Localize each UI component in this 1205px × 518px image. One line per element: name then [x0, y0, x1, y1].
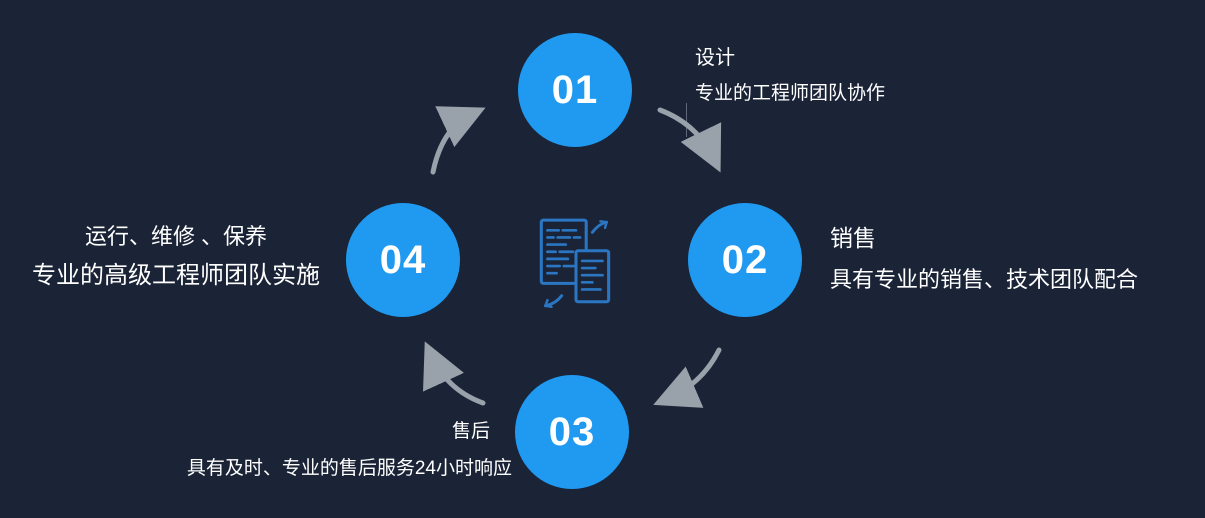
step-number-01: 01: [551, 67, 599, 112]
step-description-04: 专业的高级工程师团队实施: [32, 261, 320, 289]
step-number-03: 03: [548, 409, 596, 454]
step-label-04: 运行、维修 、保养 专业的高级工程师团队实施: [8, 221, 344, 294]
step-label-01: 设计 专业的工程师团队协作: [695, 44, 885, 108]
step-title-02: 销售: [830, 225, 876, 251]
step-title-03: 售后: [451, 421, 490, 442]
step-title-01: 设计: [695, 47, 735, 69]
step-circle-04: 04: [346, 203, 460, 317]
step-description-02: 具有专业的销售、技术团队配合: [830, 267, 1139, 293]
document-code-transfer-icon: [525, 214, 627, 316]
connector-line: [686, 103, 687, 137]
arrow-03-to-04: [423, 341, 486, 406]
step-number-04: 04: [379, 237, 427, 282]
step-number-02: 02: [721, 237, 769, 282]
step-circle-02: 02: [688, 203, 802, 317]
step-circle-01: 01: [518, 33, 632, 147]
step-description-03: 具有及时、专业的售后服务24小时响应: [186, 457, 512, 479]
step-title-04: 运行、维修 、保养: [84, 224, 268, 249]
arrow-04-to-01: [430, 106, 486, 175]
step-label-02: 销售 具有专业的销售、技术团队配合: [830, 222, 1138, 296]
step-label-03: 售后 具有及时、专业的售后服务24小时响应: [187, 418, 512, 482]
step-description-01: 专业的工程师团队协作: [695, 83, 886, 104]
arrow-01-to-02: [657, 107, 722, 173]
arrow-02-to-03: [653, 347, 722, 408]
step-circle-03: 03: [515, 375, 629, 489]
